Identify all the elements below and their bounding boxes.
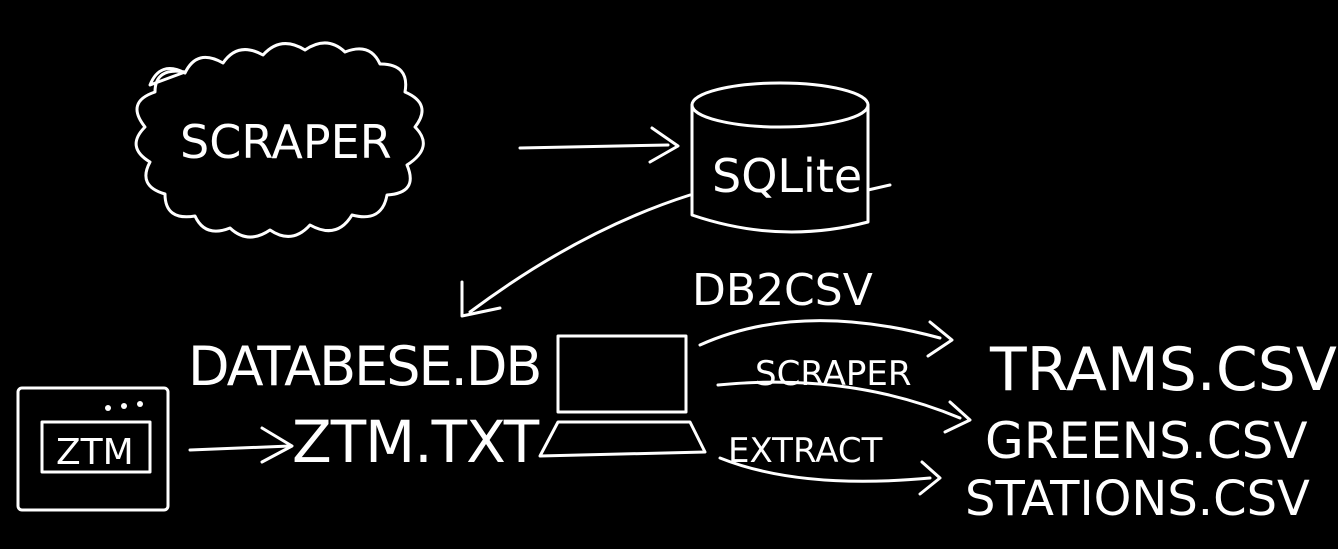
arrow-laptop-to-stations	[718, 456, 942, 496]
sqlite-label: SQLite	[712, 149, 862, 203]
cloud-icon	[134, 41, 425, 239]
scraper-label: SCRAPER	[180, 115, 392, 169]
arrow-laptop-to-greens	[716, 380, 972, 434]
edge-label-db2csv: DB2CSV	[692, 265, 873, 316]
arrow-laptop-to-trams	[698, 319, 954, 358]
ztm-window-label: ZTM	[56, 432, 134, 473]
greens-csv-label: GREENS.CSV	[985, 412, 1308, 470]
arrow-ztm-to-file	[188, 426, 294, 464]
trams-csv-label: TRAMS.CSV	[989, 335, 1337, 405]
database-cylinder-icon	[690, 81, 892, 234]
edge-label-scraper: SCRAPER	[755, 354, 911, 394]
database-file-label: DATABESE.DB	[188, 335, 540, 398]
stations-csv-label: STATIONS.CSV	[965, 471, 1310, 527]
arrow-scraper-to-sqlite	[518, 126, 680, 164]
ztm-file-label: ZTM.TXT	[292, 408, 540, 476]
browser-window-icon	[16, 386, 170, 512]
laptop-icon	[538, 334, 707, 458]
edge-label-extract: EXTRACT	[728, 431, 883, 471]
arrow-sqlite-to-database	[460, 193, 692, 318]
